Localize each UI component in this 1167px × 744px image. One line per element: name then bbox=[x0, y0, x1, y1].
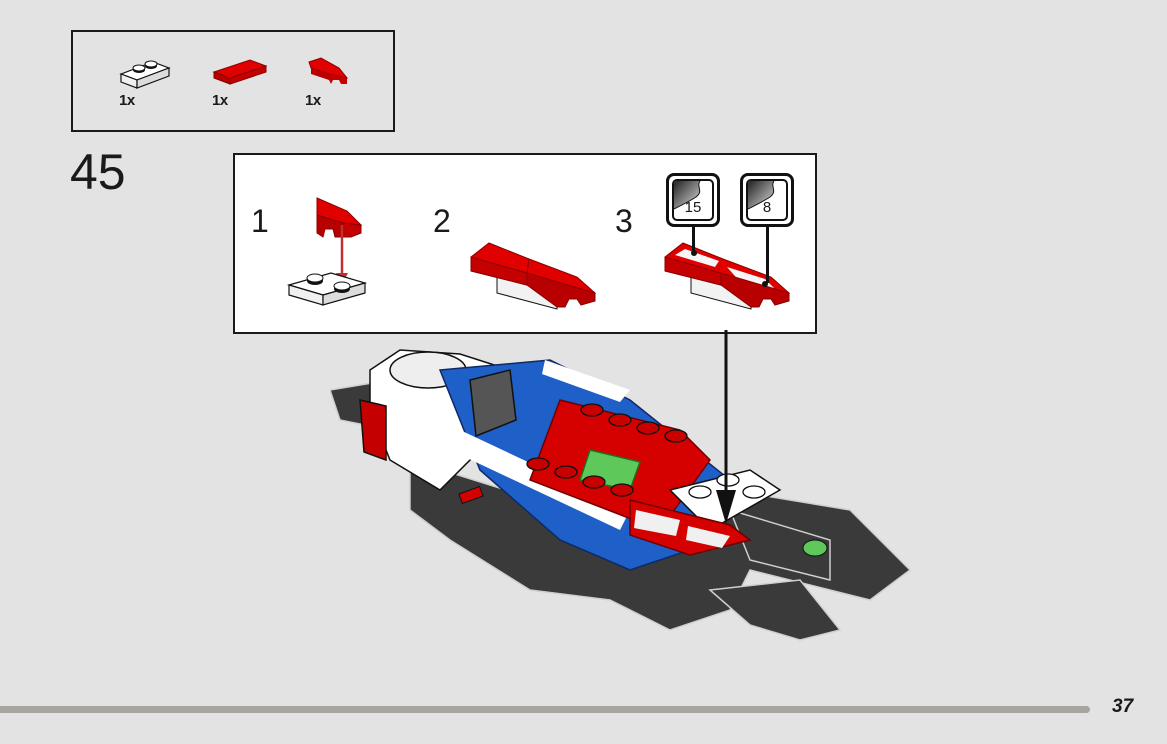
part-red-wedge: 1x bbox=[305, 52, 375, 122]
parts-list-box: 1x 1x 1x bbox=[71, 30, 395, 132]
sticker-icon bbox=[748, 181, 775, 210]
placement-arrow-icon bbox=[716, 330, 736, 524]
part-red-tile: 1x bbox=[212, 52, 282, 122]
sub-step-1-illustration bbox=[286, 197, 368, 306]
page-number: 37 bbox=[1112, 696, 1134, 717]
step-number: 45 bbox=[70, 144, 126, 200]
sticker-number: 8 bbox=[762, 199, 772, 216]
part-quantity: 1x bbox=[305, 92, 321, 109]
sub-step-2-label: 2 bbox=[433, 203, 451, 239]
part-white-plate: 1x bbox=[119, 52, 189, 122]
sub-step-3-illustration bbox=[664, 242, 791, 310]
red-wedge-icon bbox=[308, 57, 349, 84]
sticker-8-leader-line bbox=[766, 227, 769, 283]
sticker-icon bbox=[674, 181, 701, 210]
sticker-number: 15 bbox=[684, 199, 702, 216]
sub-step-3-label: 3 bbox=[615, 203, 633, 239]
red-tile-icon bbox=[212, 59, 268, 85]
part-quantity: 1x bbox=[212, 92, 228, 109]
part-quantity: 1x bbox=[119, 92, 135, 109]
sticker-15-leader-line bbox=[692, 227, 695, 253]
sub-assembly-callout: 1 2 3 bbox=[233, 153, 817, 334]
sticker-tag-15: 15 bbox=[666, 173, 720, 227]
model-illustration bbox=[330, 349, 912, 641]
sub-step-2-illustration bbox=[470, 242, 597, 310]
page-progress-bar bbox=[0, 706, 1090, 713]
sub-step-1-label: 1 bbox=[251, 203, 269, 239]
sticker-tag-8: 8 bbox=[740, 173, 794, 227]
white-plate-icon bbox=[119, 60, 171, 89]
